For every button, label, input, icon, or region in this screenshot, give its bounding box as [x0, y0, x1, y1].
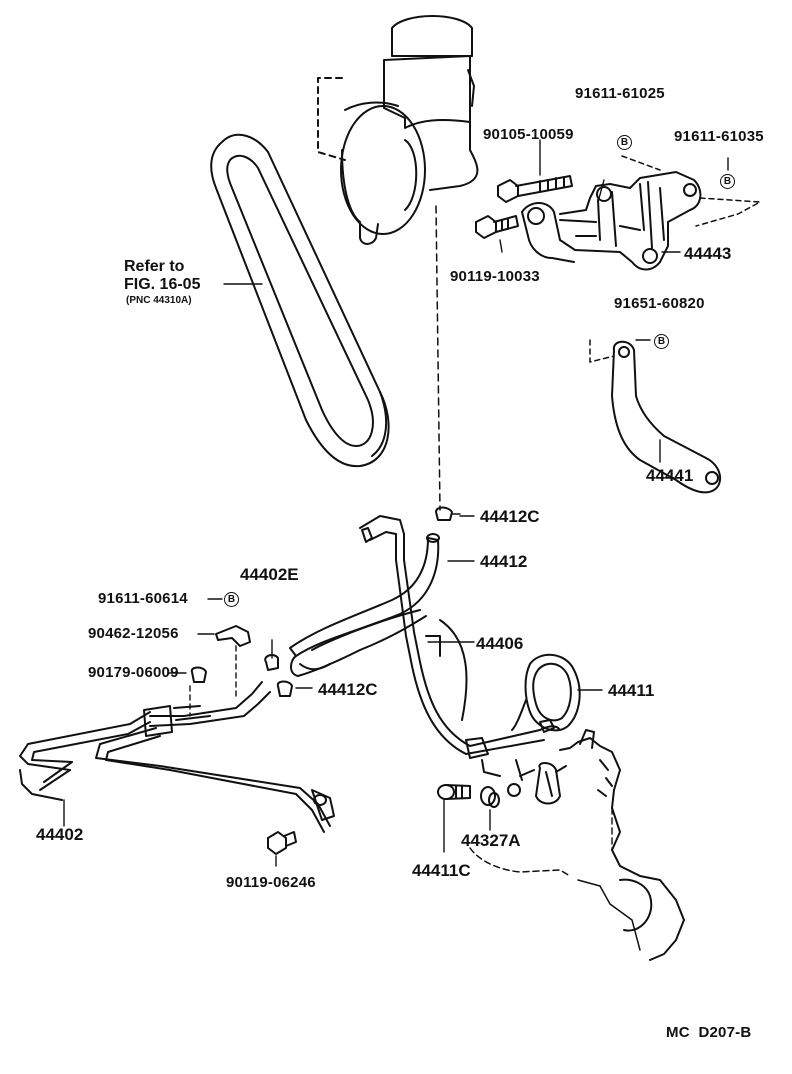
pump-to-hose-dashed-line — [435, 205, 441, 511]
pump-mount-dashed-line — [317, 77, 346, 161]
clamp-44412C-drawing — [276, 680, 293, 697]
part-label-44412: 44412 — [480, 552, 528, 571]
part-label-44402E: 44402E — [240, 565, 299, 584]
badge-b-91611-61035: B — [720, 174, 735, 189]
part-label-44406: 44406 — [476, 634, 524, 653]
union-bolt-44411C-drawing — [437, 784, 471, 853]
part-label-44327A: 44327A — [461, 831, 521, 850]
return-hose-44412-drawing — [289, 533, 468, 721]
hose-clamp-top-drawing — [435, 506, 461, 521]
part-label-44441: 44441 — [646, 466, 694, 485]
part-label-91611-61025: 91611-61025 — [575, 85, 665, 102]
gear-line — [577, 879, 641, 951]
part-label-44411: 44411 — [608, 681, 655, 700]
footer-diagram-code: MC D207-B — [666, 1024, 752, 1041]
part-label-90119-06246: 90119-06246 — [226, 874, 316, 891]
clamp-44402E-drawing — [264, 639, 279, 671]
part-label-44443: 44443 — [684, 244, 732, 263]
part-label-90179-06009: 90179-06009 — [88, 664, 179, 681]
bolt-90105-drawing — [497, 139, 573, 203]
clip-90179-drawing — [189, 666, 207, 717]
bolt-90119-06246-drawing — [267, 831, 297, 867]
bolt-90119-10033-drawing — [475, 215, 519, 253]
pump-reservoir-drawing — [383, 15, 479, 191]
steering-gear-drawing — [519, 729, 685, 961]
badge-b-91651-60820: B — [654, 334, 669, 349]
stay-44441-drawing — [611, 340, 722, 494]
refer-note-line3: (PNC 44310A) — [126, 295, 192, 306]
pump-pulley-drawing — [340, 101, 426, 245]
part-label-91611-60614: 91611-60614 — [98, 590, 188, 607]
bracket-clip-90462-drawing — [215, 625, 251, 701]
part-label-44411C: 44411C — [412, 861, 471, 880]
refer-note-line1: Refer to — [124, 258, 185, 275]
gear-dashed-line — [469, 847, 571, 877]
oil-cooler-44411-drawing — [511, 654, 581, 733]
stay-dashed-line — [589, 339, 615, 363]
leader-90105 — [597, 179, 605, 203]
gasket-44327A-drawing — [480, 759, 523, 831]
drive-belt-drawing — [210, 133, 390, 468]
part-label-44412C-low: 44412C — [318, 680, 378, 699]
part-label-44402: 44402 — [36, 825, 84, 844]
refer-note-line2: FIG. 16-05 — [124, 276, 201, 293]
badge-b-91611-60614: B — [224, 592, 239, 607]
part-label-91651-60820: 91651-60820 — [614, 295, 705, 312]
bracket-dashed-line — [621, 155, 761, 227]
pressure-tube-44406-drawing — [359, 515, 561, 777]
part-label-90105-10059: 90105-10059 — [483, 126, 574, 143]
badge-b-91611-61025: B — [617, 135, 632, 150]
tube-assembly-44402-drawing — [19, 681, 335, 833]
part-label-90462-12056: 90462-12056 — [88, 625, 179, 642]
part-label-44412C-top: 44412C — [480, 507, 540, 526]
bracket-44443-drawing — [521, 171, 702, 271]
part-label-91611-61035: 91611-61035 — [674, 128, 764, 145]
part-label-90119-10033: 90119-10033 — [450, 268, 540, 285]
